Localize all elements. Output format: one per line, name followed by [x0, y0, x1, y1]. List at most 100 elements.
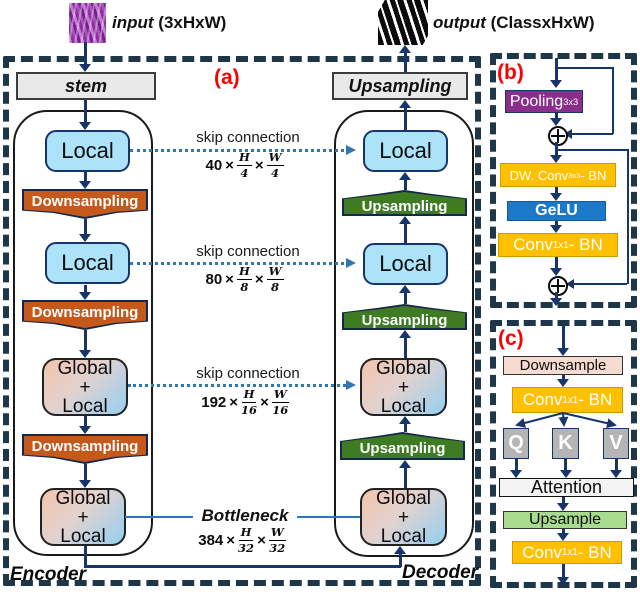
c-exit-arrow — [557, 564, 569, 585]
denominator: 32 — [269, 540, 286, 555]
times: × — [254, 157, 264, 174]
stem-block: stem — [16, 72, 156, 100]
panel-c-tag: (c) — [498, 327, 524, 350]
decoder-upsampling-banner-3: Upsampling — [340, 432, 465, 460]
decoder-local-block-2: Local — [363, 243, 448, 285]
b-residual2-arrow — [566, 279, 627, 289]
plus-line: + — [77, 506, 89, 528]
c-entry-arrow — [557, 323, 569, 356]
plus-line: + — [397, 376, 410, 398]
input-caption-word: input — [112, 13, 154, 32]
output-caption-dims: (ClassxHxW) — [490, 13, 595, 32]
query-block: Q — [503, 428, 529, 459]
skip-connection-arrow-3 — [128, 380, 356, 390]
flow-arrow-down1-to-local2 — [79, 219, 91, 242]
output-image — [378, 0, 428, 45]
downsampling-label: Downsampling — [31, 438, 139, 455]
numerator: H — [238, 525, 254, 541]
attention-block: Attention — [499, 477, 634, 497]
channels: 80 — [205, 271, 223, 288]
numerator: H — [241, 387, 257, 403]
decoder-upsampling-banner-1: Upsampling — [342, 190, 467, 216]
downsample-block: Downsample — [503, 356, 623, 375]
gelu-block: GeLU — [507, 201, 606, 221]
flow-arrow-local1-to-down1 — [79, 172, 91, 189]
b-pooling-to-sum-arrow — [550, 113, 562, 126]
skip-connection-arrow-2 — [130, 258, 356, 268]
b-dwconv-to-gelu-arrow — [550, 187, 562, 201]
encoder-global-local-block-2: Global + Local — [40, 488, 126, 546]
flow-arrow-gl1-to-down3 — [79, 416, 91, 434]
decoder-label: Decoder — [402, 562, 479, 583]
dwconv-text: DW. Conv — [509, 167, 569, 183]
times: × — [229, 394, 239, 411]
denominator: 4 — [240, 165, 249, 180]
global-line: Global — [376, 357, 431, 379]
denominator: 8 — [240, 279, 249, 294]
b-residual2-line — [556, 149, 628, 151]
flow-arrow-upsampling-to-output — [399, 45, 411, 72]
b-sum-to-dwconv-arrow — [550, 142, 562, 163]
conv-post: - BN — [577, 542, 612, 562]
c-downsample-to-conv-arrow — [557, 375, 569, 387]
input-caption-dims: (3xHxW) — [158, 13, 227, 32]
flow-arrow-input-to-stem — [79, 42, 91, 72]
skip-connection-label-3: skip connection — [196, 365, 300, 382]
flow-arrow-local2-to-down2 — [79, 285, 91, 300]
decoder-global-local-block-2: Global + Local — [360, 488, 447, 546]
panel-a-frame — [3, 56, 481, 586]
upsample-block: Upsample — [503, 511, 627, 529]
b-residual1-line — [611, 67, 614, 134]
local-line: Local — [380, 525, 427, 547]
flow-arrow-local1-to-upsampling — [399, 100, 411, 130]
b-exit-arrow — [550, 292, 562, 306]
decoder-upsampling-banner-2: Upsampling — [342, 304, 467, 330]
flow-arrow-stem-to-local1 — [79, 100, 91, 130]
b-gelu-to-conv-arrow — [550, 221, 562, 233]
skip-connection-arrow-1 — [130, 145, 356, 155]
c-upsample-to-conv-arrow — [557, 529, 569, 541]
encoder-downsampling-banner-1: Downsampling — [22, 189, 148, 219]
numerator: W — [271, 387, 289, 403]
skip-connection-label-1: skip connection — [196, 129, 300, 146]
upsampling-label: Upsampling — [361, 312, 448, 329]
encoder-global-local-block-1: Global + Local — [42, 358, 128, 416]
dwconv-post: - BN — [580, 167, 607, 183]
output-caption: output (ClassxHxW) — [433, 13, 595, 33]
conv-sub: 1x1 — [562, 394, 579, 406]
sum-icon — [548, 126, 568, 146]
conv-post: - BN — [578, 390, 613, 409]
panel-a-tag: (a) — [214, 66, 240, 89]
feed-line-across — [83, 565, 401, 568]
numerator: H — [236, 150, 252, 166]
numerator: W — [266, 264, 284, 280]
c-q-to-attention-arrow — [510, 459, 522, 478]
conv-sub: 1x1 — [552, 239, 569, 251]
qkv-fanout-arrows — [515, 412, 617, 428]
c-attention-to-upsample-arrow — [557, 497, 569, 511]
conv-text: Conv — [513, 235, 553, 254]
local-line: Local — [60, 525, 106, 547]
decoder-output-upsampling-block: Upsampling — [332, 72, 468, 100]
encoder-downsampling-banner-3: Downsampling — [22, 434, 148, 464]
feed-line-down — [83, 546, 87, 568]
plus-line: + — [79, 376, 91, 398]
flow-arrow-down2-to-gl1 — [79, 330, 91, 358]
times: × — [260, 394, 269, 411]
b-residual1-arrow — [564, 129, 613, 139]
times: × — [257, 532, 266, 549]
banner-fill — [344, 306, 465, 328]
global-line: Global — [57, 357, 113, 379]
denominator: 16 — [272, 402, 289, 417]
denominator: 32 — [238, 540, 255, 555]
pooling-text: Pooling — [509, 92, 564, 110]
dwconv-sub: 3x3 — [568, 170, 581, 180]
